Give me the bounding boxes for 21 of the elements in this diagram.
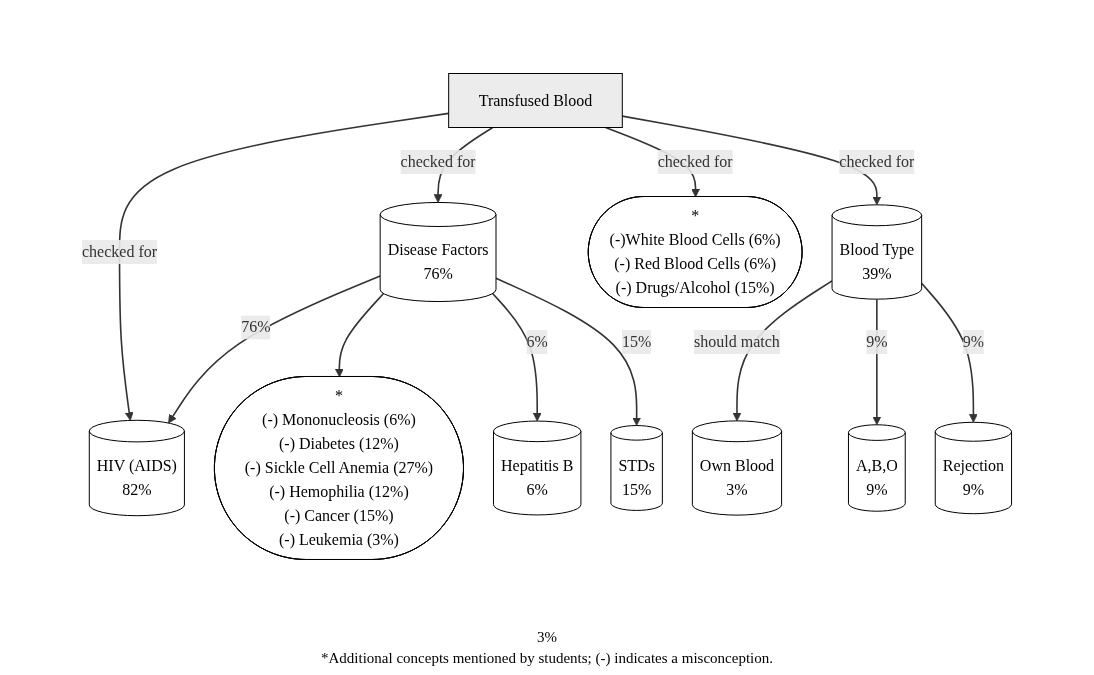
arrow <box>118 112 450 421</box>
arrow <box>492 292 542 422</box>
edge-label: 6% <box>526 333 549 350</box>
arrow <box>921 282 978 423</box>
arrow <box>621 115 882 206</box>
edge-label: checked for <box>82 243 158 260</box>
arrow <box>495 277 642 426</box>
arrow <box>872 298 882 426</box>
edge-label: 9% <box>962 333 985 350</box>
edge-label: checked for <box>839 153 915 170</box>
edge-label: should match <box>694 333 781 350</box>
node-box: Transfused Blood <box>448 73 623 128</box>
caption: *Additional concepts mentioned by students; (-) indicates a misconception. <box>321 650 773 667</box>
arrow <box>168 275 382 424</box>
arrow <box>335 292 385 378</box>
edge-label: 76% <box>241 318 271 336</box>
edge-label: checked for <box>657 153 733 170</box>
note-text: 3% <box>537 629 557 646</box>
edge-label: checked for <box>400 153 476 170</box>
edge-label: 9% <box>866 333 888 350</box>
edge-label: 15% <box>622 333 652 350</box>
